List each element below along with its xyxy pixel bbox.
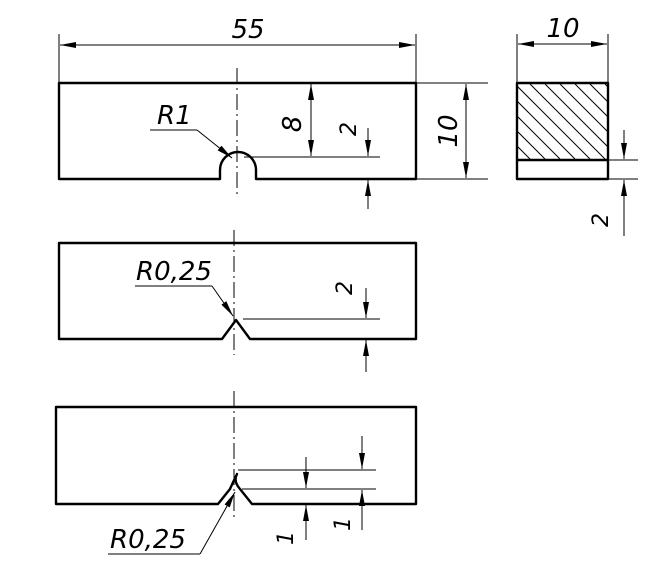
crack-notch-view: 1 1 R0,25: [54, 391, 418, 555]
dimension-label-length: 55: [231, 15, 264, 45]
radius-leader: [196, 129, 233, 159]
v-notch-view: 2 R0,25: [57, 230, 418, 372]
dimension-label-notch-b: 1: [331, 517, 356, 531]
dimension-label-section-step: 2: [589, 213, 614, 227]
section-hatching: [517, 84, 607, 159]
v-notch-outline: [57, 241, 418, 341]
dimension-label-notch-u: 2: [337, 122, 362, 136]
dimension-label-section-width: 10: [546, 14, 579, 44]
crack-notch-outline: [54, 405, 418, 506]
radius-label-u: R1: [157, 101, 192, 131]
dimension-label-notch-a: 1: [274, 531, 299, 545]
dimension-label-height: 10: [434, 114, 464, 147]
radius-label-v: R0,25: [136, 257, 212, 287]
radius-leader: [199, 491, 236, 555]
u-notch-outline: [57, 81, 418, 181]
radius-label-crack: R0,25: [110, 525, 186, 555]
dimension-label-notch-v: 2: [333, 281, 358, 295]
dimension-label-notch-upper: 8: [278, 116, 308, 133]
radius-leader: [211, 285, 234, 317]
u-notch-view: 55 10 8 2 R1: [57, 15, 488, 209]
section-view: 10 2: [515, 14, 638, 236]
